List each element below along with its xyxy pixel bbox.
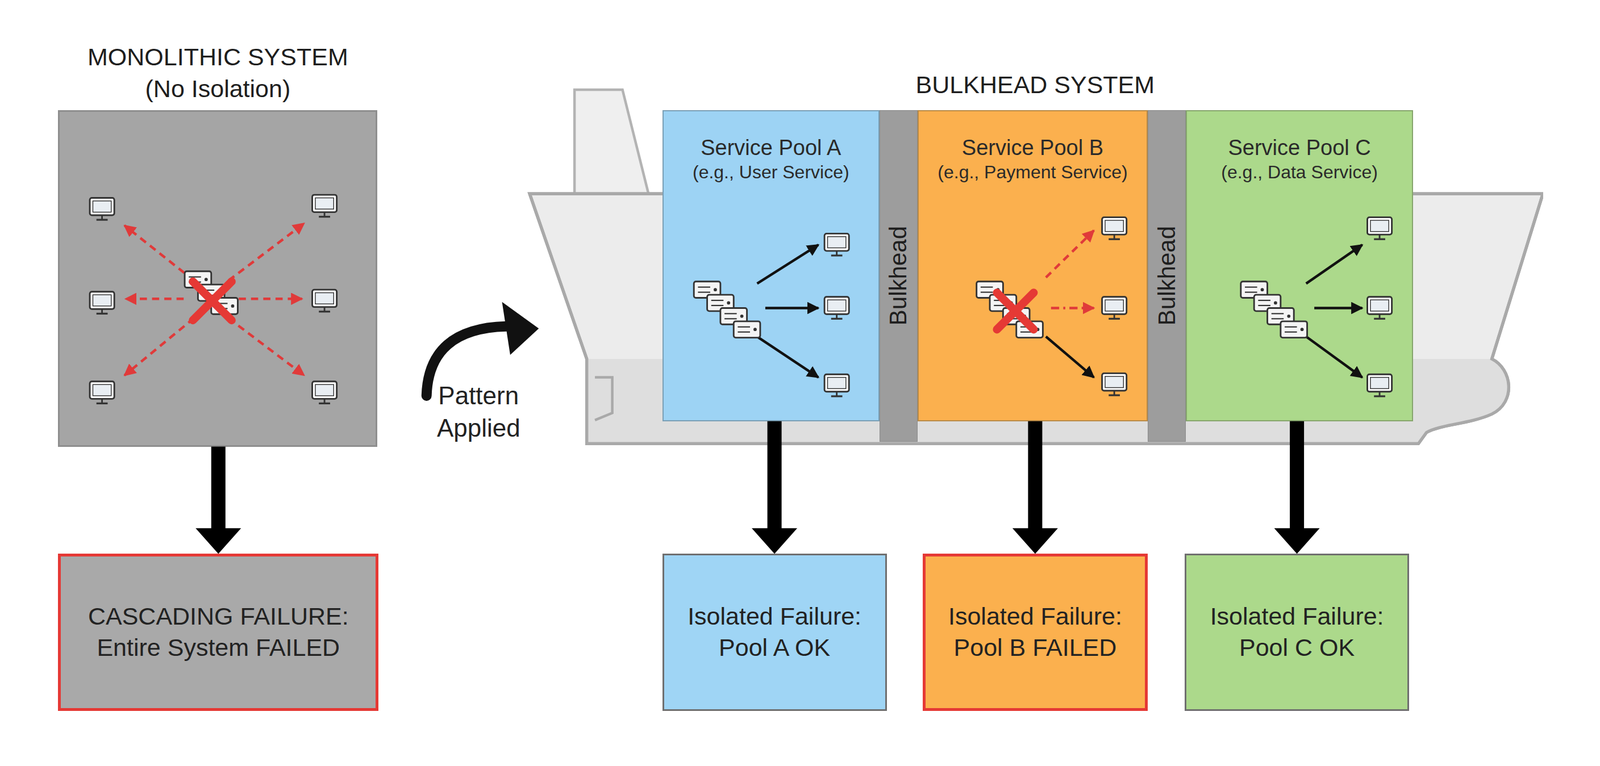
box-text: Isolated Failure: Pool C OK	[1194, 601, 1400, 664]
monolith-box: MONOLITHIC SYSTEM (No Isolation)	[57, 110, 378, 448]
bulkhead-text: Bulkhead	[1155, 226, 1179, 326]
bulkhead-text: Bulkhead	[886, 226, 911, 326]
outcome-box: Isolated Failure: Pool B FAILED	[922, 553, 1149, 712]
service-pool: Service Pool A(e.g., User Service)	[662, 110, 881, 422]
outcome-box: Isolated Failure: Pool C OK	[1184, 553, 1410, 712]
service-pool: Service Pool B(e.g., Payment Service)	[917, 110, 1149, 422]
ship-rudder	[594, 377, 613, 420]
failure-box: CASCADING FAILURE: Entire System FAILED	[57, 553, 379, 712]
pool-text: (e.g., Data Service)	[1221, 161, 1378, 183]
pool-text: Service Pool B	[961, 135, 1104, 162]
pool-text: Service Pool C	[1227, 135, 1371, 162]
pool-text: (e.g., User Service)	[692, 161, 850, 183]
ship-system: BULKHEAD SYSTEM Service Pool A(e.g., User…	[527, 68, 1544, 447]
bulkhead-band: Bulkhead	[879, 110, 918, 443]
service-pool: Service Pool C(e.g., Data Service)	[1185, 110, 1414, 422]
heading-text: MONOLITHIC SYSTEM (No Isolation)	[69, 41, 366, 106]
pool-text: (e.g., Payment Service)	[937, 161, 1128, 183]
outcome-box: Isolated Failure: Pool A OK	[662, 553, 887, 712]
box-text: Isolated Failure: Pool B FAILED	[933, 601, 1138, 664]
heading-text: BULKHEAD SYSTEM	[527, 70, 1544, 100]
box-text: CASCADING FAILURE: Entire System FAILED	[68, 601, 368, 664]
annotation-label: Pattern Applied	[417, 379, 541, 445]
box-text: Isolated Failure: Pool A OK	[672, 601, 878, 664]
bulkhead-band: Bulkhead	[1147, 110, 1186, 443]
pool-text: Service Pool A	[700, 135, 841, 162]
flow-arrow	[195, 447, 241, 555]
ship-funnel	[574, 89, 649, 197]
